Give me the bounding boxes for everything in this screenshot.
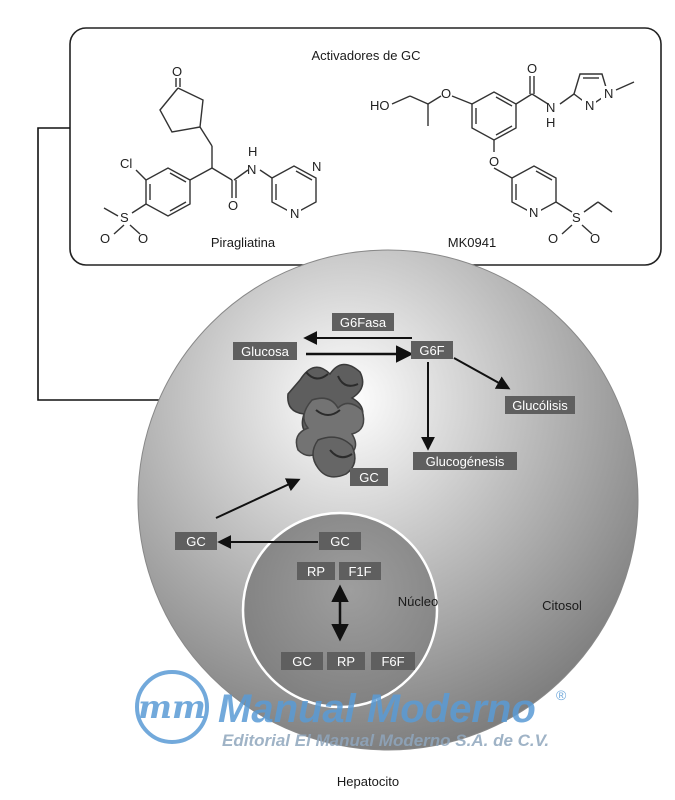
watermark: mm Manual Moderno ® Editorial El Manual … [135, 670, 567, 750]
atom-o-ether-1: O [441, 86, 451, 101]
box-rp-bottom: RP [327, 652, 365, 670]
svg-text:GC: GC [292, 654, 312, 669]
box-gc-nucleus-top: GC [319, 532, 361, 550]
box-gc-nucleus-bottom: GC [281, 652, 323, 670]
svg-text:RP: RP [337, 654, 355, 669]
atom-n-pyrazine: N [290, 206, 299, 221]
atom-o-sulfone-2: O [590, 231, 600, 246]
atom-h-amide: H [546, 115, 555, 130]
svg-text:Glucogénesis: Glucogénesis [426, 454, 505, 469]
svg-text:GC: GC [359, 470, 379, 485]
cytosol-label: Citosol [542, 598, 582, 613]
box-f1f: F1F [339, 562, 381, 580]
glucokinase-protein-icon [287, 363, 365, 478]
atom-n: N [247, 162, 256, 177]
svg-text:F1F: F1F [348, 564, 371, 579]
svg-text:G6F: G6F [419, 343, 444, 358]
box-g6f: G6F [411, 341, 453, 359]
atom-o-carbonyl: O [527, 61, 537, 76]
box-f6f: F6F [371, 652, 415, 670]
svg-text:GC: GC [330, 534, 350, 549]
piragliatina-structure: O Cl S O O O H N N [100, 64, 323, 246]
atom-o-sulfone-1: O [548, 231, 558, 246]
atom-o-ether-2: O [489, 154, 499, 169]
atom-n-pyrazole-1: N [585, 98, 594, 113]
activators-title: Activadores de GC [311, 48, 420, 63]
compound2-name: MK0941 [448, 235, 496, 250]
box-glucolisis: Glucólisis [505, 396, 575, 414]
atom-s-sulfone: S [572, 210, 581, 225]
atom-h: H [248, 144, 257, 159]
atom-n-pyrazole-2: N [604, 86, 613, 101]
atom-s: S [120, 210, 129, 225]
box-glucogenesis: Glucogénesis [413, 452, 517, 470]
atom-n-pyrazine-2: N [312, 159, 321, 174]
atom-o: O [172, 64, 182, 79]
box-gc-cytosol: GC [175, 532, 217, 550]
nucleus-label: Núcleo [398, 594, 438, 609]
atom-cl: Cl [120, 156, 132, 171]
svg-text:G6Fasa: G6Fasa [340, 315, 387, 330]
watermark-brand: Manual Moderno [218, 687, 536, 731]
atom-n-amide: N [546, 100, 555, 115]
svg-text:Glucosa: Glucosa [241, 344, 289, 359]
atom-o-amide: O [228, 198, 238, 213]
atom-o-sulfonyl-1: O [100, 231, 110, 246]
svg-text:mm: mm [138, 688, 206, 726]
manual-moderno-logo: mm [135, 670, 209, 744]
arrow-gc-to-enzyme [215, 478, 301, 519]
atom-o-sulfonyl-2: O [138, 231, 148, 246]
box-rp-top: RP [297, 562, 335, 580]
compound1-name: Piragliatina [211, 235, 276, 250]
hepatocyte-label: Hepatocito [337, 774, 399, 789]
mk0941-structure: HO O O N H N N O N [370, 61, 635, 246]
svg-text:GC: GC [186, 534, 206, 549]
svg-text:Glucólisis: Glucólisis [512, 398, 568, 413]
box-g6fasa: G6Fasa [332, 313, 394, 331]
watermark-subtitle: Editorial El Manual Moderno S.A. de C.V. [222, 731, 549, 750]
atom-n-pyridine: N [529, 205, 538, 220]
atom-ho: HO [370, 98, 390, 113]
arrow-g6f-to-glucolisis [453, 357, 511, 390]
svg-text:F6F: F6F [381, 654, 404, 669]
svg-text:RP: RP [307, 564, 325, 579]
box-glucosa: Glucosa [233, 342, 297, 360]
activators-panel [69, 27, 662, 266]
box-gc-enzyme: GC [350, 468, 388, 486]
watermark-registered: ® [556, 687, 567, 703]
